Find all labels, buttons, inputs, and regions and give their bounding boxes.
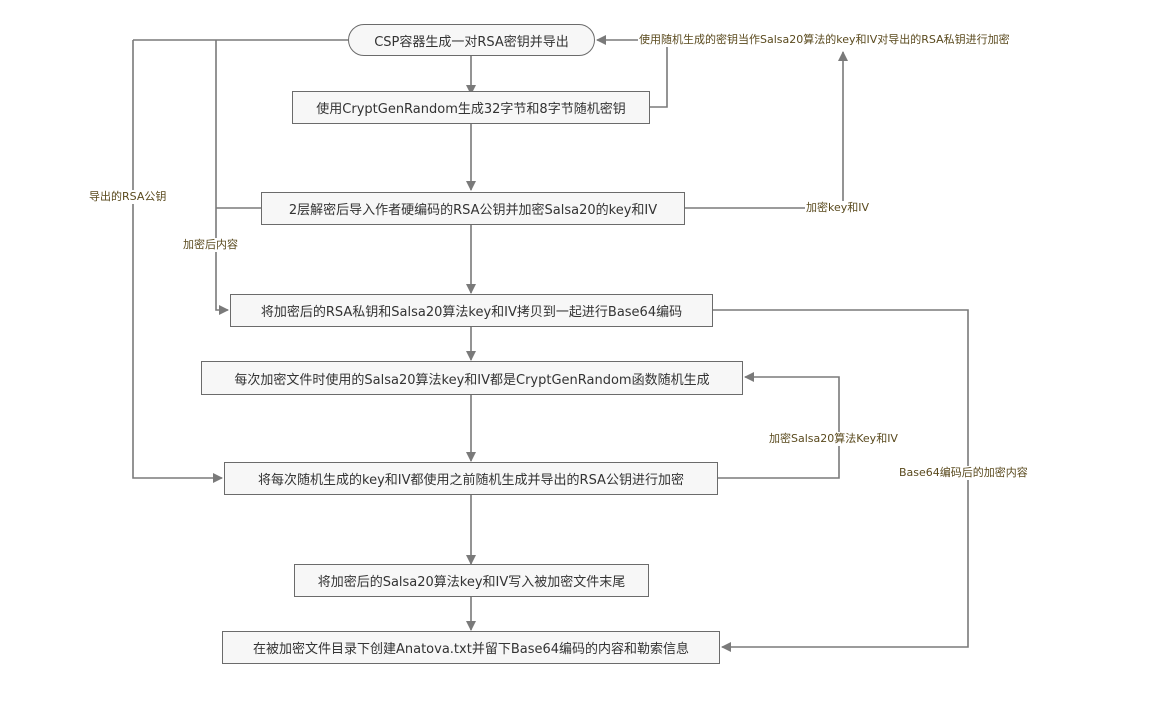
edge-csp-to-encrypt xyxy=(132,40,223,483)
node-label: 将每次随机生成的key和IV都使用之前随机生成并导出的RSA公钥进行加密 xyxy=(258,473,684,488)
node-label: 在被加密文件目录下创建Anatova.txt并留下Base64编码的内容和勒索信… xyxy=(252,642,690,657)
node-label: CSP容器生成一对RSA密钥并导出 xyxy=(374,34,569,50)
node-label: 每次加密文件时使用的Salsa20算法key和IV都是CryptGenRando… xyxy=(234,372,710,388)
edge-encrypt-to-perfile xyxy=(718,372,840,479)
node-cryptgenrandom-keys: 使用CryptGenRandom生成32字节和8字节随机密钥 xyxy=(292,91,650,124)
node-encrypt-with-rsa-pubkey: 将每次随机生成的key和IV都使用之前随机生成并导出的RSA公钥进行加密 xyxy=(224,462,718,495)
edge-label-base64-content: Base64编码后的加密内容 xyxy=(898,466,1029,480)
edge-label-encrypt-key-iv: 加密key和IV xyxy=(805,201,871,215)
node-label: 2层解密后导入作者硬编码的RSA公钥并加密Salsa20的key和IV xyxy=(288,203,658,218)
node-label: 将加密后的Salsa20算法key和IV写入被加密文件末尾 xyxy=(317,575,626,590)
edge-gen-to-csp xyxy=(596,35,668,108)
node-label: 使用CryptGenRandom生成32字节和8字节随机密钥 xyxy=(316,102,626,117)
edge-label-encrypt-salsa-key-iv: 加密Salsa20算法Key和IV xyxy=(768,432,899,446)
edge-label-encrypted-content: 加密后内容 xyxy=(182,238,239,252)
node-create-anatova-txt: 在被加密文件目录下创建Anatova.txt并留下Base64编码的内容和勒索信… xyxy=(222,631,720,664)
node-csp-generate-rsa: CSP容器生成一对RSA密钥并导出 xyxy=(348,24,595,56)
edge-import-to-csp xyxy=(685,51,848,209)
node-import-author-pubkey: 2层解密后导入作者硬编码的RSA公钥并加密Salsa20的key和IV xyxy=(261,192,685,225)
edge-label-exported-pubkey: 导出的RSA公钥 xyxy=(88,190,168,204)
node-base64-encode: 将加密后的RSA私钥和Salsa20算法key和IV拷贝到一起进行Base64编… xyxy=(230,294,713,327)
edge-label-use-random-key: 使用随机生成的密钥当作Salsa20算法的key和IV对导出的RSA私钥进行加密 xyxy=(638,33,1011,47)
edge-csp-to-copy xyxy=(215,40,229,315)
node-write-file-tail: 将加密后的Salsa20算法key和IV写入被加密文件末尾 xyxy=(294,564,649,597)
node-label: 将加密后的RSA私钥和Salsa20算法key和IV拷贝到一起进行Base64编… xyxy=(260,305,683,320)
node-per-file-random-key: 每次加密文件时使用的Salsa20算法key和IV都是CryptGenRando… xyxy=(201,361,743,395)
